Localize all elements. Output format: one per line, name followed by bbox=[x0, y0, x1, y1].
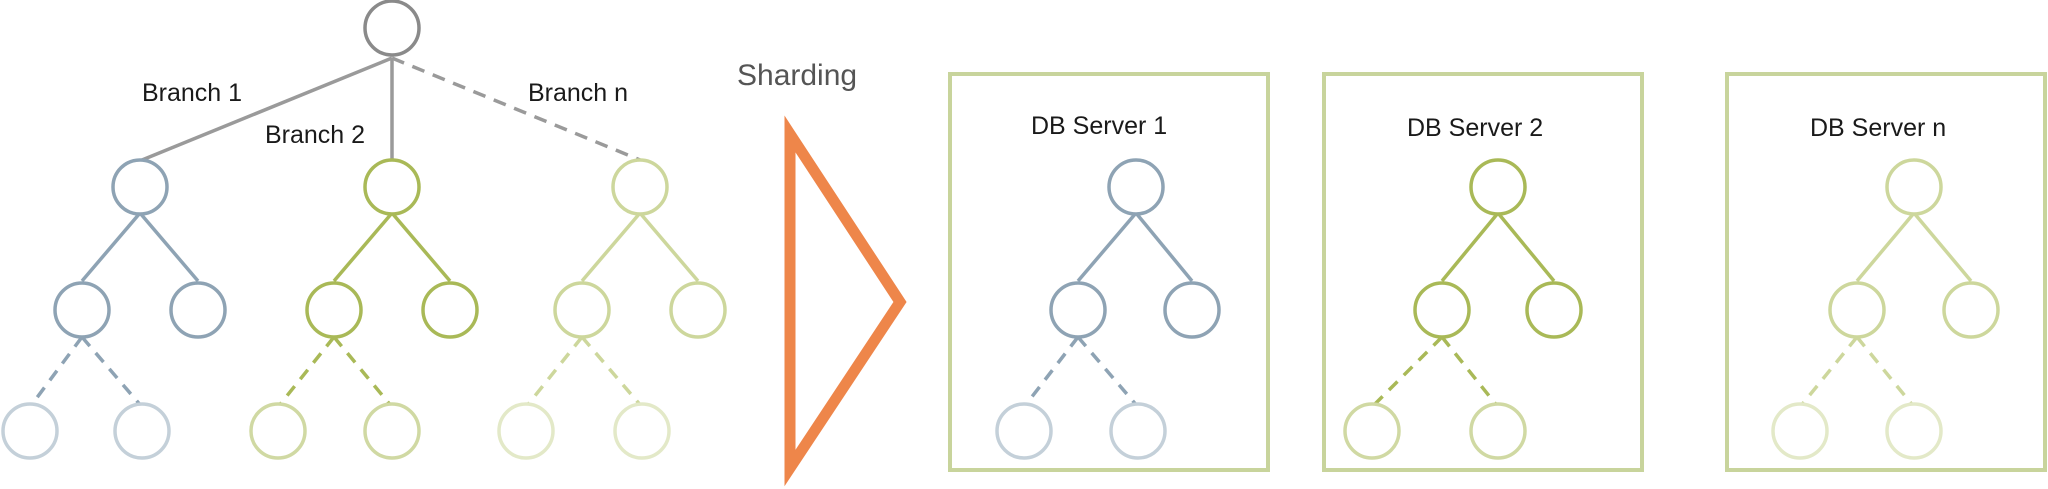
edge-dashed bbox=[1798, 335, 1859, 409]
leaf-node bbox=[1885, 402, 1943, 460]
node bbox=[1885, 158, 1943, 216]
leaf-node bbox=[1109, 402, 1167, 460]
leaf-node bbox=[613, 402, 671, 460]
edge bbox=[1076, 211, 1138, 283]
edge bbox=[80, 211, 142, 283]
edge bbox=[1440, 211, 1500, 283]
server-label: DB Server 1 bbox=[1031, 112, 1167, 140]
node bbox=[111, 158, 169, 216]
edge-root-branch-1 bbox=[141, 56, 393, 162]
node bbox=[421, 281, 479, 339]
node bbox=[1525, 281, 1583, 339]
db-server-n: DB Server n bbox=[1725, 72, 2047, 472]
edge-dashed bbox=[1370, 335, 1444, 409]
root-node bbox=[363, 0, 421, 57]
node bbox=[53, 281, 111, 339]
branch-2-label: Branch 2 bbox=[265, 121, 365, 149]
leaf-node bbox=[995, 402, 1053, 460]
server-box bbox=[948, 72, 1270, 472]
leaf-node bbox=[1, 402, 59, 460]
edge bbox=[138, 211, 200, 283]
node bbox=[1163, 281, 1221, 339]
leaf-node bbox=[497, 402, 555, 460]
edge-dashed bbox=[332, 335, 394, 409]
edge-dashed bbox=[1440, 335, 1500, 409]
branch-n-label: Branch n bbox=[528, 79, 628, 107]
db-server-2: DB Server 2 bbox=[1322, 72, 1644, 472]
sharding-arrow: Sharding bbox=[737, 59, 907, 487]
branch-1-label: Branch 1 bbox=[142, 79, 242, 107]
edge bbox=[390, 211, 452, 283]
leaf-node bbox=[249, 402, 307, 460]
node bbox=[553, 281, 611, 339]
leaf-node bbox=[1469, 402, 1527, 460]
edge bbox=[332, 211, 394, 283]
node bbox=[611, 158, 669, 216]
edge-dashed bbox=[1855, 335, 1916, 409]
node bbox=[669, 281, 727, 339]
node bbox=[1107, 158, 1165, 216]
node bbox=[363, 158, 421, 216]
leaf-node bbox=[1771, 402, 1829, 460]
node bbox=[1413, 281, 1471, 339]
node bbox=[1049, 281, 1107, 339]
edge-dashed bbox=[1022, 335, 1080, 409]
server-label: DB Server n bbox=[1810, 114, 1946, 142]
edge-dashed bbox=[580, 335, 644, 409]
leaf-node bbox=[363, 402, 421, 460]
sharding-label: Sharding bbox=[737, 59, 857, 92]
node bbox=[1942, 281, 2000, 339]
edge-dashed bbox=[28, 335, 84, 409]
edge bbox=[580, 211, 642, 283]
db-server-1: DB Server 1 bbox=[948, 72, 1270, 472]
edge-dashed bbox=[1076, 335, 1140, 409]
branch-n-subtree bbox=[497, 158, 727, 460]
edge-dashed bbox=[276, 335, 336, 409]
node bbox=[169, 281, 227, 339]
edge bbox=[1855, 211, 1916, 283]
edge bbox=[1912, 211, 1973, 283]
edge bbox=[638, 211, 700, 283]
edge-dashed bbox=[80, 335, 144, 409]
edge bbox=[1134, 211, 1194, 283]
node bbox=[305, 281, 363, 339]
branch-1-subtree bbox=[1, 158, 227, 460]
edge-dashed bbox=[524, 335, 584, 409]
server-box bbox=[1322, 72, 1644, 472]
leaf-node bbox=[113, 402, 171, 460]
unsharded-tree: Branch 1 Branch 2 Branch n bbox=[1, 0, 727, 460]
arrow-triangle bbox=[784, 115, 907, 487]
edge bbox=[1496, 211, 1556, 283]
branch-2-subtree bbox=[249, 158, 479, 460]
node bbox=[1828, 281, 1886, 339]
edge-root-branch-n bbox=[391, 56, 641, 162]
node bbox=[1469, 158, 1527, 216]
server-label: DB Server 2 bbox=[1407, 114, 1543, 142]
server-box bbox=[1725, 72, 2047, 472]
leaf-node bbox=[1343, 402, 1401, 460]
